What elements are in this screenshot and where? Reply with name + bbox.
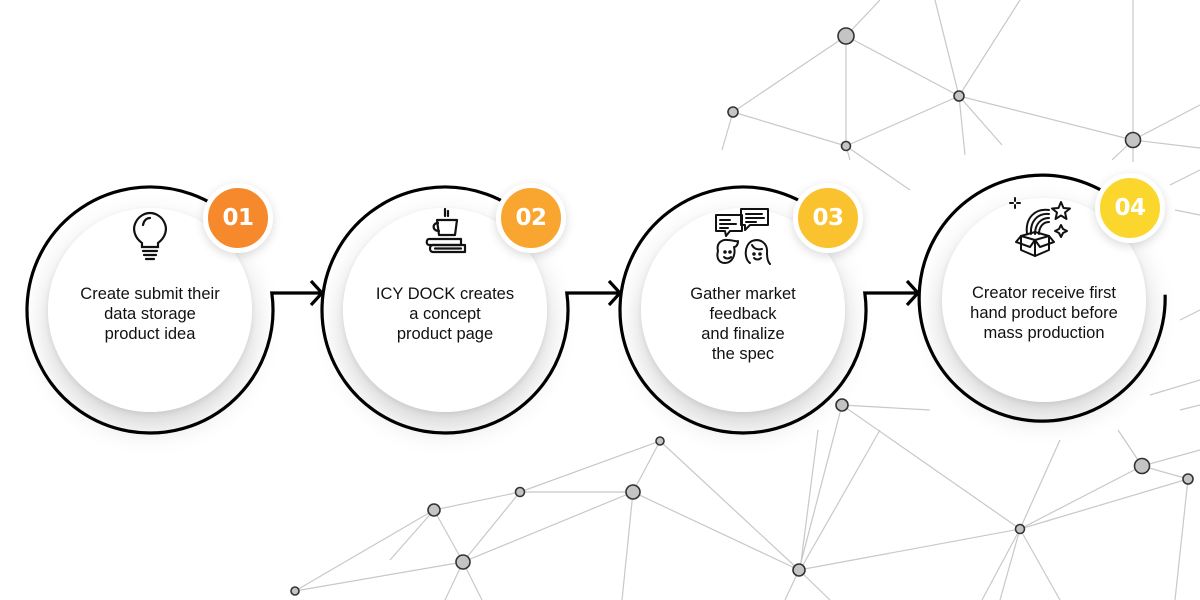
step-4-number-badge: 04 bbox=[1095, 173, 1165, 243]
network-edge bbox=[433, 509, 464, 563]
network-edge bbox=[934, 0, 960, 97]
step-1-number-badge: 01 bbox=[203, 183, 273, 253]
network-node bbox=[1133, 457, 1151, 475]
network-edge bbox=[621, 491, 634, 600]
network-node bbox=[953, 90, 965, 102]
step-3-label: Gather market feedback and finalize the … bbox=[690, 285, 796, 363]
step-2-label: ICY DOCK creates a concept product page bbox=[375, 285, 515, 343]
network-node bbox=[514, 486, 526, 498]
network-node bbox=[455, 554, 471, 570]
network-node bbox=[1014, 523, 1026, 535]
step-3: Gather market feedback and finalize the … bbox=[613, 180, 873, 440]
network-edge bbox=[958, 95, 966, 156]
network-edge bbox=[958, 95, 1134, 141]
network-edge bbox=[659, 440, 800, 571]
step-2-ring-connector bbox=[320, 185, 620, 435]
step-1-label: Create submit their data storage product… bbox=[80, 285, 220, 343]
coffee-books-icon bbox=[425, 207, 467, 254]
network-edge bbox=[632, 491, 800, 571]
step-4-number: 04 bbox=[1114, 195, 1146, 221]
step-2: ICY DOCK creates a concept product page … bbox=[315, 180, 575, 440]
step-4-label: Creator receive first hand product befor… bbox=[970, 284, 1118, 342]
network-edge bbox=[1019, 528, 1061, 600]
network-edge bbox=[1169, 169, 1200, 186]
network-edge bbox=[958, 95, 1003, 146]
step-3-number: 03 bbox=[812, 205, 844, 231]
network-edge bbox=[958, 0, 1021, 97]
network-edge bbox=[841, 404, 1021, 530]
lightbulb-icon bbox=[133, 211, 167, 261]
network-edge bbox=[389, 509, 435, 561]
network-edge bbox=[798, 569, 831, 600]
step-1: Create submit their data storage product… bbox=[20, 180, 280, 440]
network-edge bbox=[732, 111, 847, 147]
gift-box-rainbow-icon bbox=[1009, 197, 1071, 257]
network-edge bbox=[845, 35, 960, 97]
network-node bbox=[1124, 131, 1142, 149]
network-edge bbox=[799, 429, 819, 571]
network-edge bbox=[732, 35, 847, 113]
network-edge bbox=[1174, 478, 1189, 600]
network-node bbox=[837, 27, 855, 45]
network-edge bbox=[1019, 465, 1143, 530]
network-node bbox=[727, 106, 739, 118]
network-edge bbox=[981, 528, 1021, 600]
step-1-ring-connector bbox=[25, 185, 322, 435]
step-2-number-badge: 02 bbox=[496, 183, 566, 253]
network-edge bbox=[462, 491, 634, 563]
step-2-number: 02 bbox=[515, 205, 547, 231]
network-edge bbox=[841, 404, 931, 411]
step-3-ring-connector bbox=[618, 185, 918, 435]
step-3-number-badge: 03 bbox=[793, 183, 863, 253]
network-edge bbox=[845, 145, 911, 191]
network-edge bbox=[798, 404, 843, 571]
feedback-chat-icon bbox=[715, 208, 771, 265]
network-edge bbox=[519, 440, 661, 493]
step-4: Creator receive first hand product befor… bbox=[914, 170, 1174, 430]
network-node bbox=[1182, 473, 1194, 485]
network-edge bbox=[1132, 139, 1200, 149]
network-node bbox=[655, 436, 665, 446]
network-edge bbox=[999, 528, 1021, 600]
network-edge bbox=[462, 491, 521, 563]
network-node bbox=[625, 484, 641, 500]
network-edge bbox=[1019, 478, 1189, 530]
network-edge bbox=[1019, 439, 1061, 530]
network-edge bbox=[1141, 449, 1200, 467]
network-edge bbox=[721, 111, 734, 151]
network-edge bbox=[1132, 104, 1200, 141]
network-edge bbox=[799, 429, 881, 571]
network-edge bbox=[433, 491, 521, 511]
network-node bbox=[840, 140, 852, 152]
network-edge bbox=[845, 95, 960, 147]
step-1-number: 01 bbox=[222, 205, 254, 231]
network-node bbox=[290, 586, 300, 596]
network-edge bbox=[798, 528, 1021, 571]
network-edge bbox=[294, 561, 464, 592]
network-node bbox=[427, 503, 441, 517]
network-edge bbox=[1179, 404, 1200, 411]
network-edge bbox=[1149, 379, 1200, 396]
network-node bbox=[792, 563, 806, 577]
network-edge bbox=[1179, 309, 1200, 321]
network-node bbox=[835, 398, 849, 412]
step-4-ring-connector bbox=[917, 173, 1167, 423]
network-edge bbox=[1174, 209, 1200, 216]
network-edge bbox=[632, 440, 661, 493]
network-edge bbox=[294, 509, 435, 592]
